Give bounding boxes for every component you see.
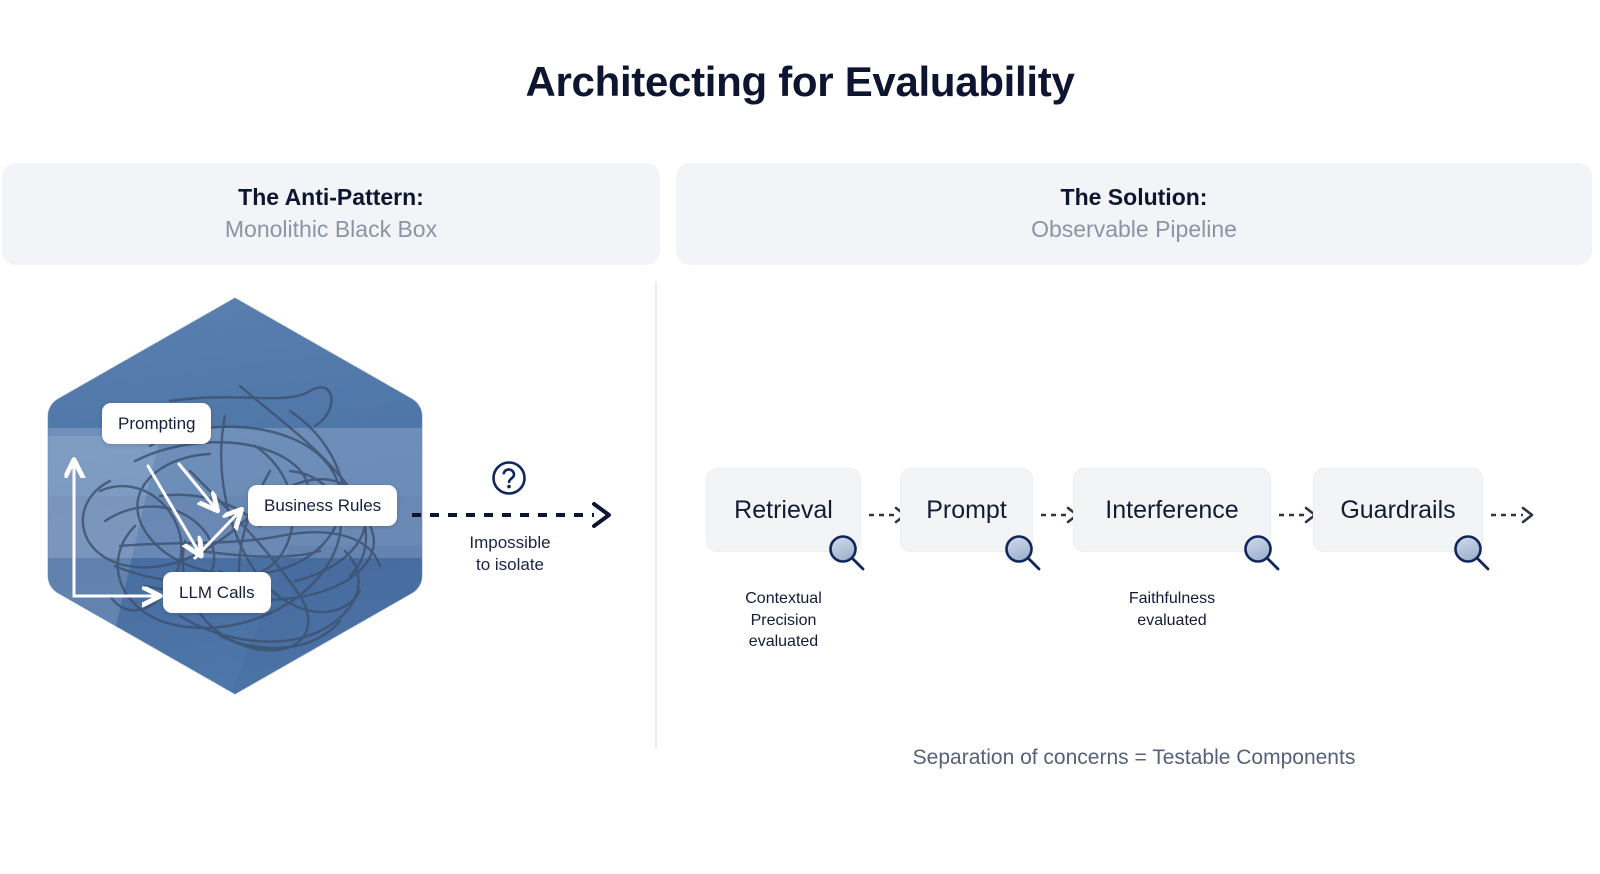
stage-label-prompt: Prompt (926, 495, 1007, 524)
question-circle-icon (489, 458, 529, 503)
panel-header-anti-pattern: The Anti-Pattern: Monolithic Black Box (2, 163, 660, 265)
pipeline-stage-interference[interactable]: Interference (1073, 468, 1271, 552)
panel-title-left: The Anti-Pattern: (238, 183, 424, 210)
chip-llm-calls[interactable]: LLM Calls (163, 572, 271, 613)
chip-prompting[interactable]: Prompting (102, 403, 212, 444)
panel-header-solution: The Solution: Observable Pipeline (676, 163, 1592, 265)
stage-label-interference: Interference (1105, 495, 1239, 524)
panel-subtitle-left: Monolithic Black Box (224, 216, 438, 243)
magnifier-icon[interactable] (1451, 532, 1495, 581)
impossible-to-isolate-arrow (412, 498, 617, 537)
stage-label-guardrails: Guardrails (1340, 495, 1456, 524)
panel-title-right: The Solution: (1060, 183, 1208, 210)
panel-subtitle-right: Observable Pipeline (1031, 216, 1237, 243)
pipeline-footer-note: Separation of concerns = Testable Compon… (912, 746, 1356, 769)
pipeline-stage-guardrails[interactable]: Guardrails (1313, 468, 1483, 552)
isolate-line-2: to isolate (475, 555, 545, 575)
impossible-to-isolate-label: Impossible to isolate (420, 532, 600, 577)
page-title: Architecting for Evaluability (525, 58, 1075, 105)
magnifier-icon[interactable] (826, 532, 870, 581)
stage-label-retrieval: Retrieval (734, 495, 833, 524)
internal-arrows (74, 462, 240, 596)
connector-pipeline-output (1491, 503, 1547, 532)
chip-business-rules[interactable]: Business Rules (248, 485, 398, 526)
magnifier-icon[interactable] (1002, 532, 1046, 581)
magnifier-icon[interactable] (1241, 532, 1285, 581)
column-divider (655, 282, 657, 748)
isolate-line-1: Impossible (469, 533, 551, 552)
